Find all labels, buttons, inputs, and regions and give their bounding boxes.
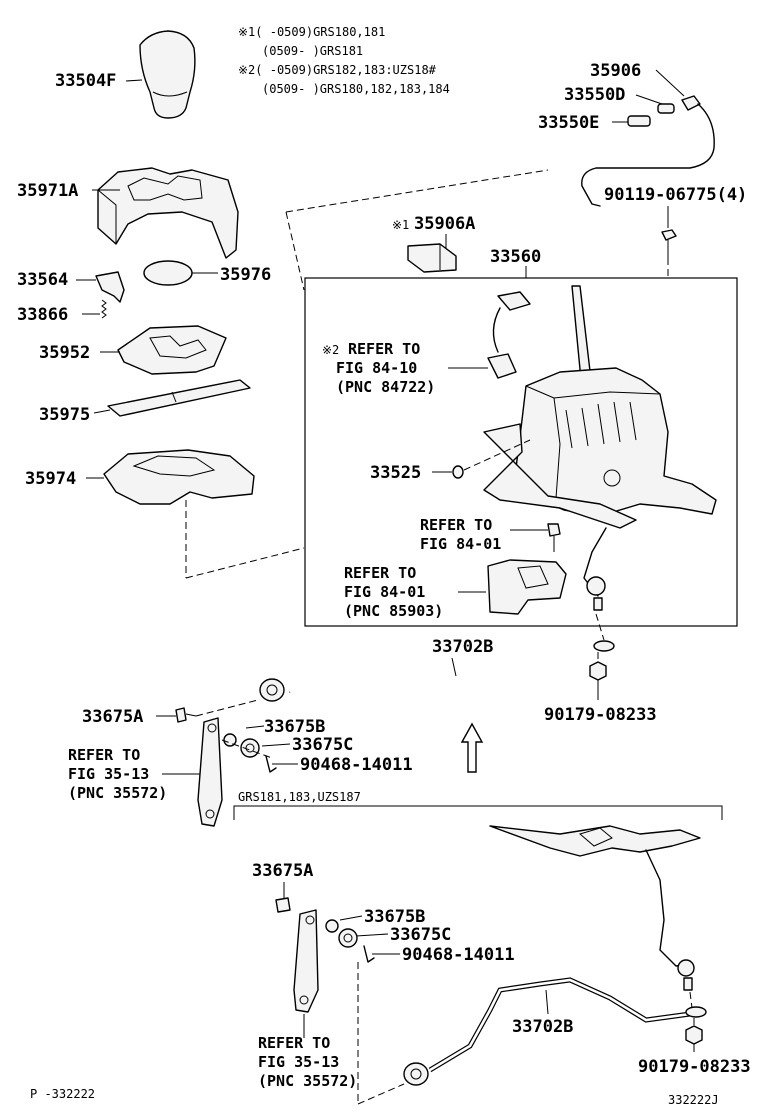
part-number-90179-lower: 90179-08233 (638, 1057, 751, 1077)
ref-35-13a-line2: FIG 35-13 (68, 765, 149, 783)
applicability-notes: ※1( -0509)GRS180,181 (0509- )GRS181 ※2( … (238, 25, 450, 96)
part-number-35974: 35974 (25, 469, 76, 489)
clip-33564-drawing (95, 271, 125, 303)
indicator-housing-drawing (97, 167, 239, 259)
lever-arm-lower-drawing (293, 909, 319, 1013)
dust-strip-35975-drawing (107, 379, 251, 417)
ref-84-01b-line2: FIG 84-01 (344, 583, 425, 601)
part-number-35906A: 35906A (414, 214, 475, 234)
note-mark-84-10: ※2 (322, 343, 339, 357)
bolt-33675A-drawing (175, 707, 197, 723)
part-number-33675C-lower: 33675C (390, 925, 451, 945)
switch-connector-35906A-drawing (407, 243, 457, 273)
part-number-33504F: 33504F (55, 71, 116, 91)
bolt-33675A-lower-drawing (275, 897, 291, 913)
ref-84-01a-line2: FIG 84-01 (420, 535, 501, 553)
ref-35-13a-line3: (PNC 35572) (68, 784, 167, 802)
note-line-4: (0509- )GRS180,182,183,184 (262, 82, 450, 96)
variant-bracket (233, 805, 723, 820)
part-number-33702B: 33702B (432, 637, 493, 657)
cover-plate-35976-drawing (143, 260, 193, 286)
shift-lever-assembly-drawing (483, 285, 717, 611)
lever-arm-upper-drawing (197, 717, 223, 827)
clip-90468-drawing (265, 755, 277, 773)
bolt-90119-drawing (661, 229, 677, 258)
shift-lever-assembly-frame (304, 277, 738, 627)
clip-90468-lower-drawing (363, 945, 375, 963)
part-number-33550E: 33550E (538, 113, 599, 133)
part-number-35975: 35975 (39, 405, 90, 425)
bolt-84-01-drawing (547, 523, 561, 552)
arrow-up-icon (460, 722, 484, 773)
note-line-3: ※2( -0509)GRS182,183:UZS18# (238, 63, 437, 77)
nut-90179-drawing (589, 661, 607, 681)
part-number-90179-08233: 90179-08233 (544, 705, 657, 725)
part-number-35971A: 35971A (17, 181, 78, 201)
ref-84-01b-line3: (PNC 85903) (344, 602, 443, 620)
part-number-33675C: 33675C (292, 735, 353, 755)
part-number-33675A: 33675A (82, 707, 143, 727)
ref-84-01b-line1: REFER TO (344, 564, 416, 582)
part-number-33564: 33564 (17, 270, 68, 290)
spring-33866-drawing (101, 299, 107, 319)
part-number-35976: 35976 (220, 265, 271, 285)
lower-bracket-drawing (489, 825, 701, 991)
bushing-33675C-lower-drawing (338, 928, 358, 948)
bushing-33675B-lower-drawing (325, 919, 339, 933)
ref-84-01a-line1: REFER TO (420, 516, 492, 534)
part-number-90468-lower: 90468-14011 (402, 945, 515, 965)
ref-84-10-line3: (PNC 84722) (336, 378, 435, 396)
ref-35-13b-line1: REFER TO (258, 1034, 330, 1052)
control-cable-33702B-drawing (259, 640, 615, 702)
control-cable-lower-drawing (403, 977, 707, 1086)
note-line-2: (0509- )GRS181 (262, 44, 363, 58)
page-code: P -332222 (30, 1087, 95, 1101)
variant-label: GRS181,183,UZS187 (238, 790, 361, 804)
slide-plate-35952-drawing (117, 325, 227, 375)
nut-90179-lower-drawing (685, 1025, 703, 1045)
figure-code: 332222J (668, 1093, 719, 1107)
part-number-33675A-lower: 33675A (252, 861, 313, 881)
lower-housing-35974-drawing (103, 449, 255, 505)
ref-84-10-line1: REFER TO (348, 340, 420, 358)
bushing-33675C-drawing (240, 738, 260, 758)
bushing-33675B-drawing (223, 733, 237, 747)
part-number-90119-06775: 90119-06775(4) (604, 185, 747, 205)
part-number-33525: 33525 (370, 463, 421, 483)
part-number-33675B-lower: 33675B (364, 907, 425, 927)
part-number-33560: 33560 (490, 247, 541, 267)
part-number-33550D: 33550D (564, 85, 625, 105)
lock-cable-drawing (581, 95, 715, 207)
ref-84-10-line2: FIG 84-10 (336, 359, 417, 377)
part-number-33675B: 33675B (264, 717, 325, 737)
ref-35-13b-line2: FIG 35-13 (258, 1053, 339, 1071)
note-mark-35906A: ※1 (392, 218, 409, 232)
part-number-35952: 35952 (39, 343, 90, 363)
ref-35-13b-line3: (PNC 35572) (258, 1072, 357, 1090)
part-number-90468-14011: 90468-14011 (300, 755, 413, 775)
washer-33525-drawing (452, 465, 464, 479)
part-number-33866: 33866 (17, 305, 68, 325)
part-number-33702B-lower: 33702B (512, 1017, 573, 1037)
shift-knob-drawing (139, 30, 196, 119)
part-number-35906: 35906 (590, 61, 641, 81)
shift-lock-unit-drawing (487, 559, 567, 615)
note-line-1: ※1( -0509)GRS180,181 (238, 25, 385, 39)
ref-35-13a-line1: REFER TO (68, 746, 140, 764)
